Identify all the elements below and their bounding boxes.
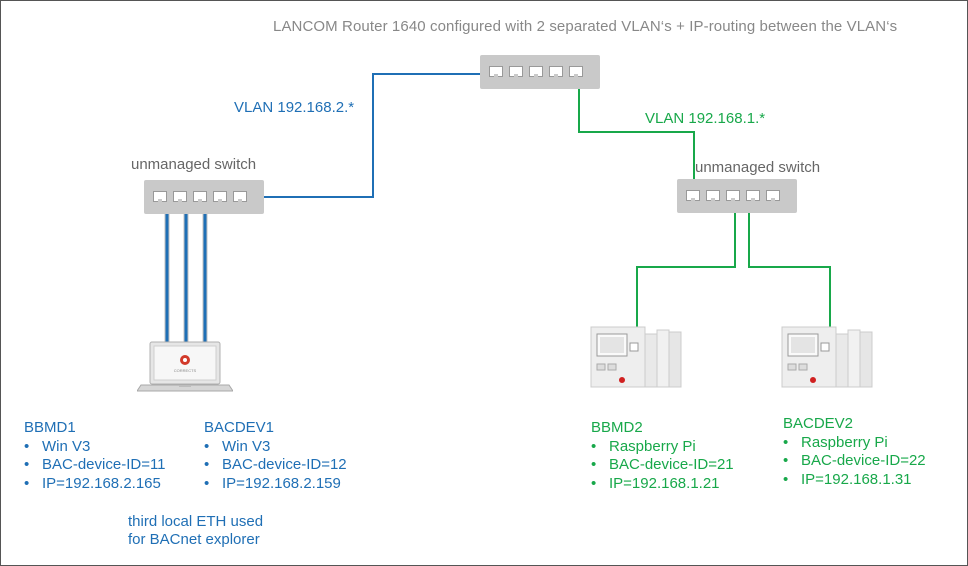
device-bbmd2: BBMD2 •Raspberry Pi •BAC-device-ID=21 •I… [591, 419, 734, 493]
laptop-icon: CORRECTS [137, 341, 233, 392]
device-name: BBMD2 [591, 419, 643, 436]
list-item: •BAC-device-ID=11 [24, 456, 166, 473]
bbmd2-controller-icon [590, 326, 682, 388]
laptop-logo-text: CORRECTS [174, 368, 197, 373]
diagram-title: LANCOM Router 1640 configured with 2 sep… [273, 18, 898, 35]
list-item: •IP=192.168.1.21 [591, 474, 720, 492]
wire-router-to-right-switch [578, 77, 695, 194]
device-name: BBMD1 [24, 419, 76, 436]
wire-router-to-left-switch [244, 73, 491, 198]
device-bacdev2: BACDEV2 •Raspberry Pi •BAC-device-ID=22 … [783, 415, 926, 489]
wire-switch-to-bacdev2 [748, 199, 831, 331]
vlan-left-label: VLAN 192.168.2.* [234, 99, 355, 116]
list-item: •IP=192.168.2.159 [204, 474, 341, 492]
list-item: •Raspberry Pi [783, 433, 888, 451]
device-name: BACDEV2 [783, 415, 854, 432]
list-item: •BAC-device-ID=21 [591, 456, 734, 473]
device-name: BACDEV1 [204, 419, 275, 436]
device-bbmd1: BBMD1 •Win V3 •BAC-device-ID=11 •IP=192.… [24, 419, 166, 493]
list-item: •Win V3 [24, 437, 91, 455]
list-item: •BAC-device-ID=12 [204, 456, 347, 473]
list-item: •IP=192.168.1.31 [783, 470, 912, 488]
device-bacdev1: BACDEV1 •Win V3 •BAC-device-ID=12 •IP=19… [204, 419, 347, 493]
bacdev2-controller-icon [781, 326, 873, 388]
right-switch [677, 179, 797, 213]
note-line-1: third local ETH used [128, 513, 264, 530]
list-item: •Win V3 [204, 437, 271, 455]
wire-switch-to-bbmd2 [636, 199, 736, 331]
bacnet-explorer-note: third local ETH used for BACnet explorer [128, 513, 263, 549]
left-switch [144, 180, 264, 214]
list-item: •IP=192.168.2.165 [24, 474, 161, 492]
note-line-2: for BACnet explorer [128, 531, 260, 548]
list-item: •BAC-device-ID=22 [783, 452, 926, 469]
right-switch-label: unmanaged switch [695, 159, 821, 176]
left-switch-label: unmanaged switch [131, 156, 257, 173]
vlan-right-label: VLAN 192.168.1.* [645, 110, 766, 127]
list-item: •Raspberry Pi [591, 437, 696, 455]
router-device [480, 55, 600, 89]
